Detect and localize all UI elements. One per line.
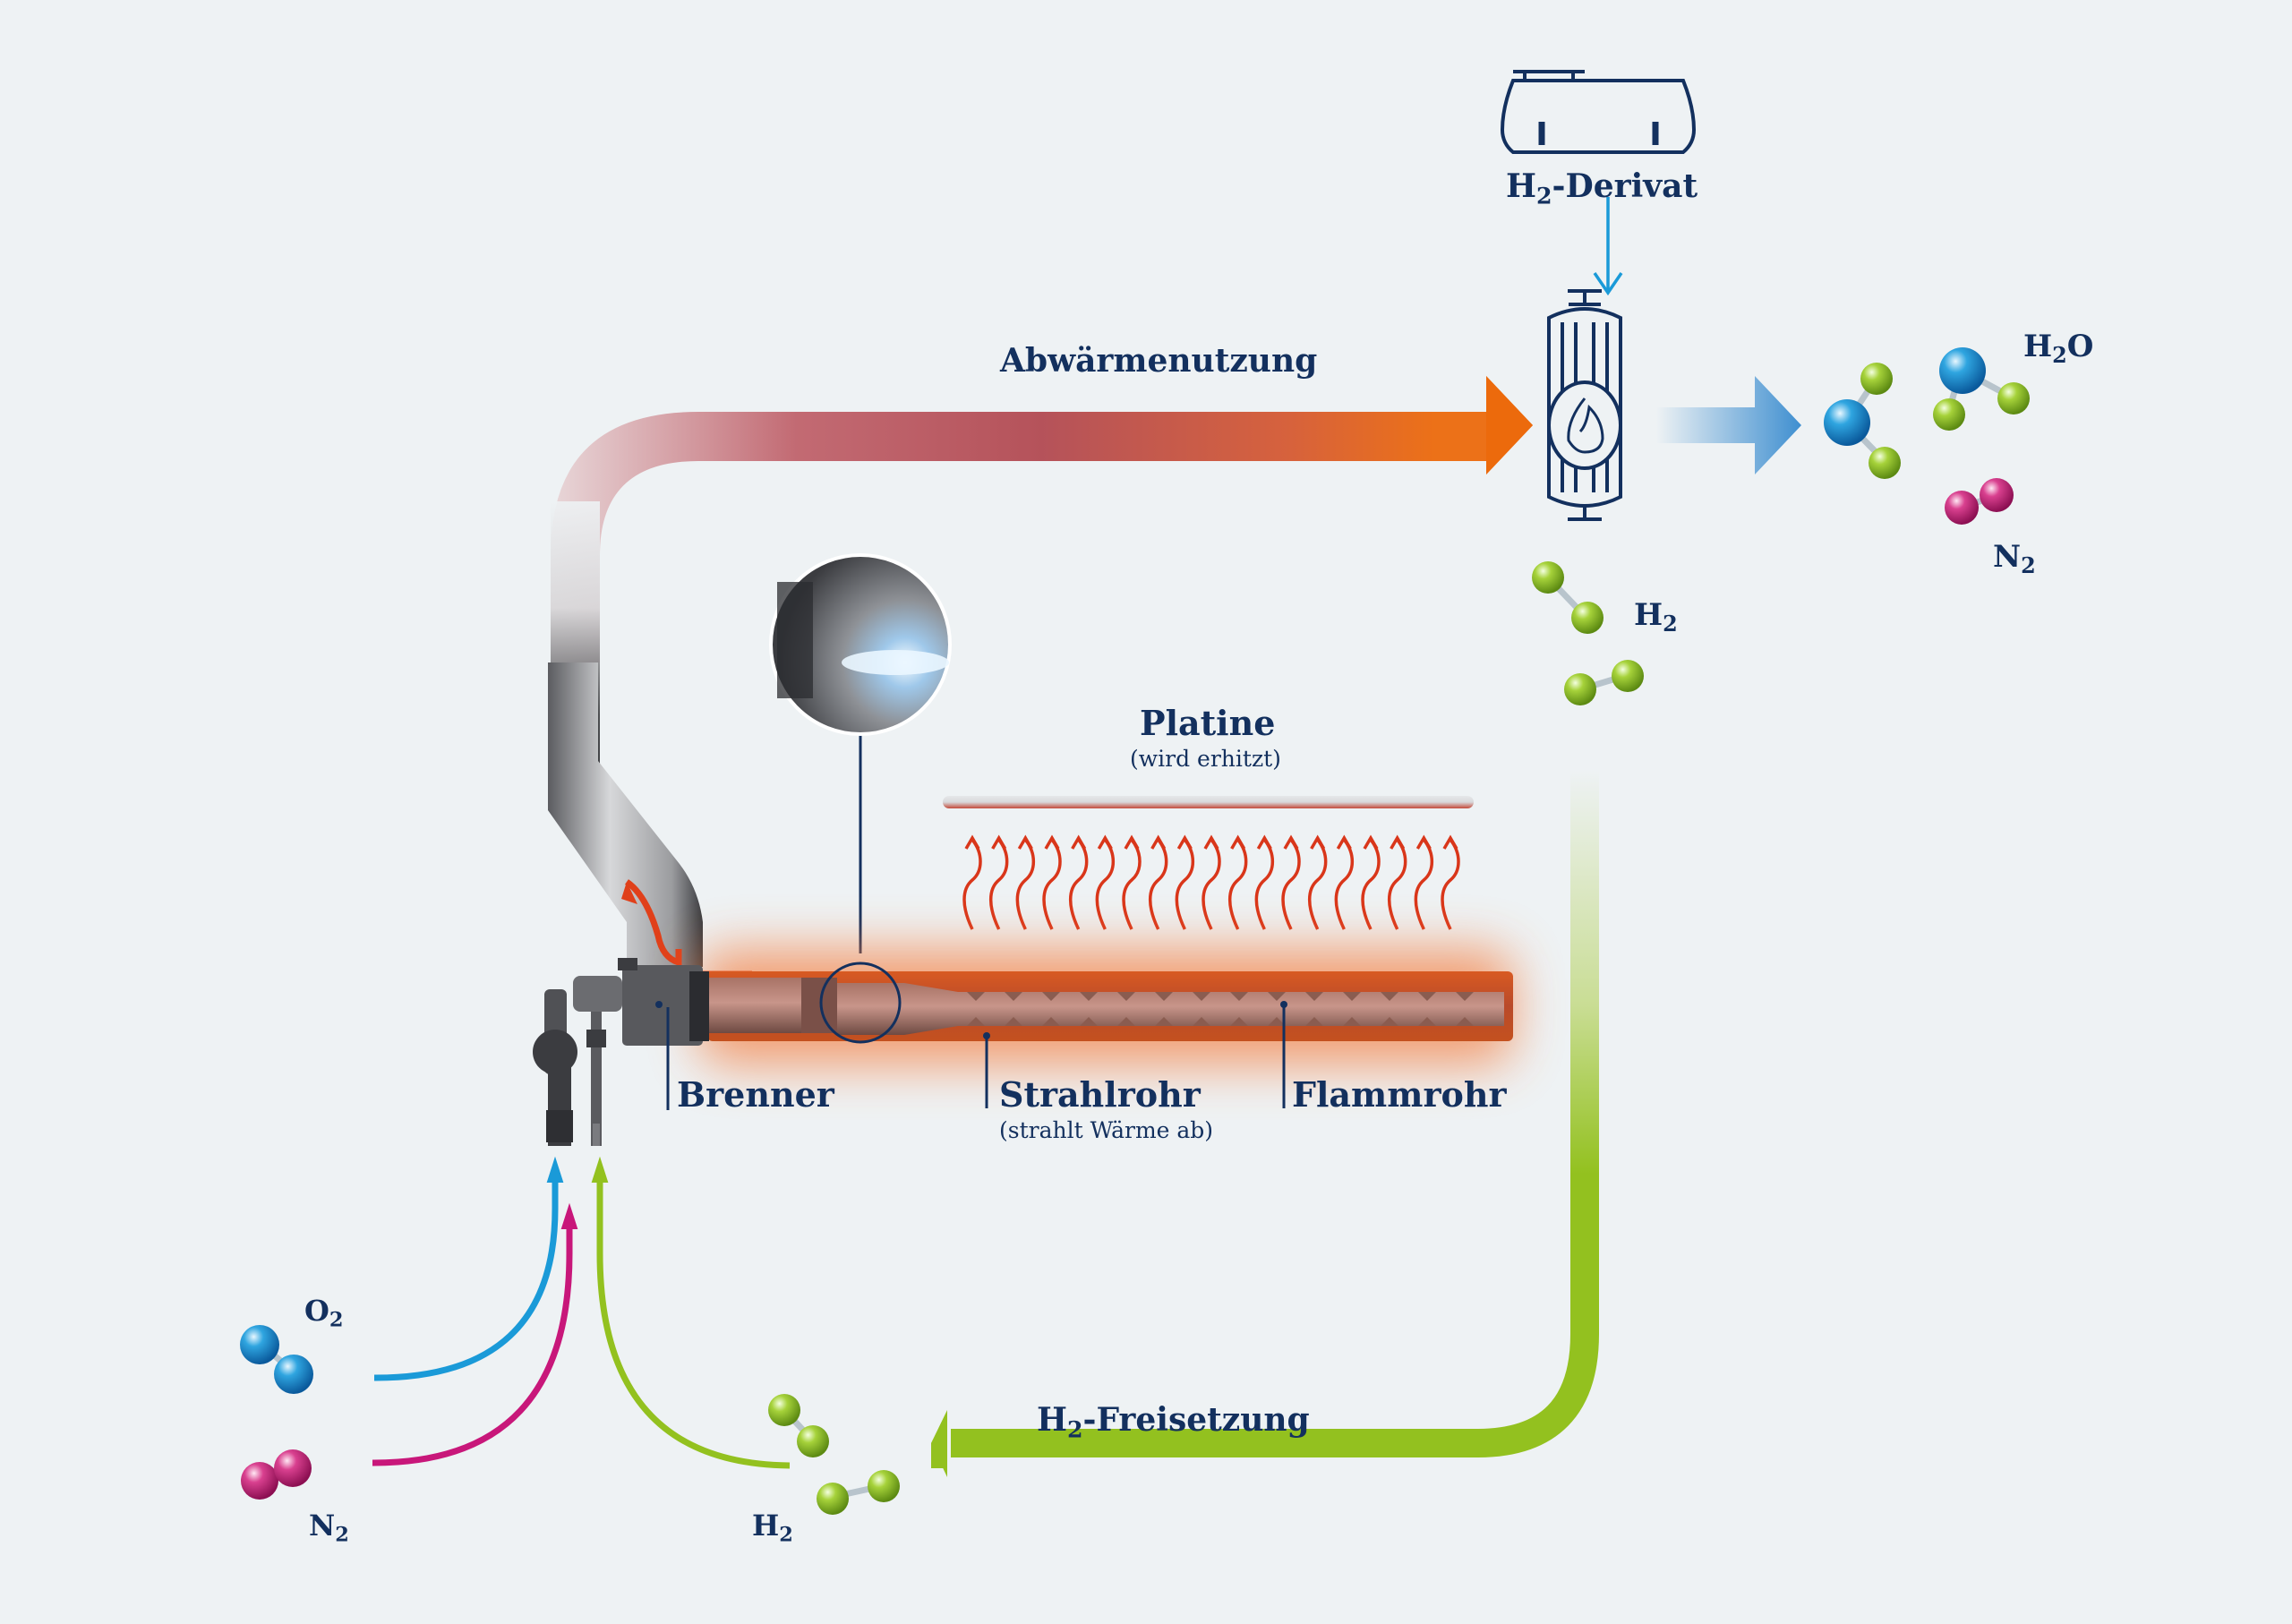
- exhaust-stack: [548, 662, 752, 978]
- o2-inlet-arrow: [373, 1182, 559, 1381]
- heat-wave-arrowhead: [964, 834, 980, 850]
- h2o-molecule-1: [1824, 363, 1901, 479]
- heat-wave-arrowhead: [1415, 834, 1432, 850]
- tube-stud: [1080, 992, 1098, 1026]
- h2-molecule-mid-1: [1532, 561, 1604, 634]
- heat-wave-arrow: [1175, 838, 1195, 930]
- brenner-label: Brenner: [677, 1074, 834, 1115]
- heat-wave-arrow: [1281, 838, 1301, 930]
- heat-wave-arrow: [1307, 838, 1328, 930]
- heat-wave-arrowhead: [1363, 834, 1379, 850]
- heat-wave-arrowhead: [1230, 834, 1246, 850]
- heat-wave-arrow: [1227, 838, 1248, 930]
- h2-inlet-arrow: [596, 1182, 791, 1469]
- heat-wave-arrow: [1254, 838, 1275, 930]
- feed-arrow: [1593, 197, 1623, 296]
- inlet-arrows: [372, 1156, 791, 1469]
- heat-wave-arrowhead: [1256, 834, 1272, 850]
- o2-molecule-in: [240, 1325, 313, 1394]
- exhaust-flow-arrow: [624, 879, 682, 967]
- strahlrohr-label: Strahlrohr: [999, 1074, 1201, 1115]
- heat-wave-arrowhead: [1310, 834, 1326, 850]
- radiant-tube: [698, 949, 1513, 1065]
- h2-freisetzung-label: H2-Freisetzung: [1037, 1401, 1310, 1443]
- heat-wave-arrow: [1202, 838, 1221, 930]
- heat-wave-arrow: [1042, 838, 1062, 930]
- h2-release-label: H2: [1634, 597, 1678, 637]
- heat-wave-arrow: [1095, 838, 1116, 930]
- heat-wave-arrow: [1361, 838, 1381, 930]
- storage-tank-icon: [1500, 70, 1697, 154]
- tube-stud: [1117, 992, 1135, 1026]
- waste-heat-arrow: [551, 376, 1533, 806]
- heat-wave-arrow: [1068, 838, 1089, 930]
- platine-label: Platine: [1140, 703, 1276, 743]
- heat-wave-arrow: [1122, 838, 1142, 930]
- heat-wave-arrow: [962, 838, 982, 930]
- heat-arrow-head: [1486, 376, 1533, 474]
- heat-wave-arrowhead: [1124, 834, 1140, 850]
- burner: [533, 958, 709, 1146]
- tube-stud: [1230, 992, 1248, 1026]
- heat-wave-arrowhead: [1203, 834, 1219, 850]
- flammrohr-label: Flammrohr: [1292, 1074, 1507, 1115]
- heat-waves: [962, 834, 1460, 930]
- tube-stud: [1268, 992, 1286, 1026]
- h2o-label: H2O: [2023, 329, 2094, 369]
- platine-bar: [943, 796, 1474, 808]
- tube-stud: [1305, 992, 1323, 1026]
- o2-input-label: O2: [304, 1294, 344, 1332]
- heat-wave-arrow: [1334, 838, 1355, 930]
- zoom-circle: [819, 962, 902, 1044]
- heat-wave-arrow: [1015, 838, 1036, 930]
- h2-molecule-in-1: [768, 1394, 829, 1457]
- platine-note: (wird erhitzt): [1130, 746, 1281, 772]
- output-arrow: [1656, 376, 1801, 474]
- tube-stud: [1193, 992, 1210, 1026]
- heat-wave-arrowhead: [1442, 834, 1458, 850]
- tube-stud: [1456, 992, 1474, 1026]
- n2-molecule-in: [241, 1449, 312, 1500]
- heat-wave-arrow: [1148, 838, 1168, 930]
- reactor-icon: [1547, 289, 1622, 521]
- flame-tube-studs: [967, 992, 1474, 1026]
- tube-stud: [1042, 992, 1060, 1026]
- molecules: [240, 347, 2030, 1515]
- heat-wave-arrowhead: [1017, 834, 1033, 850]
- n2-output-label: N2: [1993, 539, 2036, 579]
- heat-wave-arrowhead: [1044, 834, 1060, 850]
- h2-derivat-label: H2-Derivat: [1506, 167, 1698, 209]
- heat-wave-arrowhead: [1336, 834, 1352, 850]
- tube-stud: [1343, 992, 1361, 1026]
- heat-wave-arrowhead: [1097, 834, 1113, 850]
- n2-molecule-out: [1945, 478, 2014, 525]
- heat-wave-arrowhead: [991, 834, 1007, 850]
- h2-return-arrow: [931, 770, 1599, 1477]
- tube-stud: [1418, 992, 1436, 1026]
- heat-wave-arrowhead: [1150, 834, 1167, 850]
- tube-stud: [1005, 992, 1022, 1026]
- strahlrohr-note: (strahlt Wärme ab): [999, 1117, 1214, 1143]
- heat-wave-arrowhead: [1071, 834, 1087, 850]
- tube-stud: [1381, 992, 1398, 1026]
- heat-wave-arrow: [988, 838, 1009, 930]
- h2o-molecule-2: [1933, 347, 2030, 431]
- h2-input-label: H2: [752, 1509, 793, 1547]
- n2-input-label: N2: [309, 1509, 349, 1547]
- heat-wave-arrowhead: [1390, 834, 1406, 850]
- h2-molecule-mid-2: [1564, 660, 1644, 705]
- heat-wave-arrow: [1387, 838, 1407, 930]
- tube-stud: [1155, 992, 1173, 1026]
- flame-photo: [769, 553, 952, 953]
- abwaermenutzung-label: Abwärmenutzung: [1000, 342, 1318, 380]
- heat-wave-arrowhead: [1176, 834, 1193, 850]
- heat-wave-arrow: [1441, 838, 1460, 930]
- n2-inlet-arrow: [372, 1227, 573, 1466]
- h2-molecule-in-2: [817, 1470, 900, 1515]
- heat-wave-arrowhead: [1283, 834, 1299, 850]
- heat-wave-arrow: [1414, 838, 1434, 930]
- tube-stud: [967, 992, 985, 1026]
